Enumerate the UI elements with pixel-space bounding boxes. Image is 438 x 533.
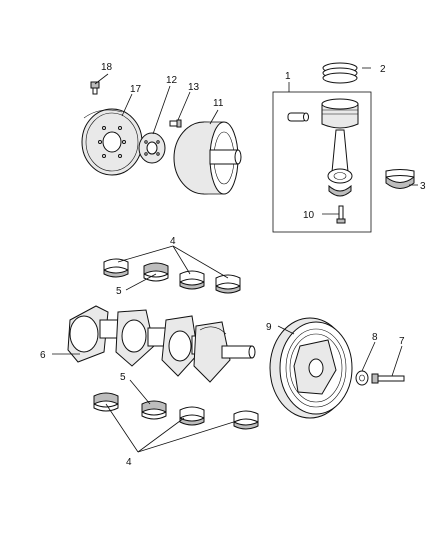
connecting-rod <box>327 129 353 184</box>
crankshaft <box>67 305 256 383</box>
callout-5-upper: 5 <box>116 286 122 297</box>
callout-2: 2 <box>380 64 386 75</box>
callout-17: 17 <box>130 84 142 95</box>
crankshaft-damper <box>269 317 353 419</box>
callout-18: 18 <box>101 62 113 73</box>
spacer-bolt <box>169 119 182 128</box>
main-bearing-upper-4 <box>215 274 241 294</box>
callout-3: 3 <box>420 181 426 192</box>
main-bearing-lower-1 <box>93 392 119 412</box>
piston-kit-box <box>272 91 372 233</box>
main-bearing-lower-2 <box>141 400 167 420</box>
leader-lines <box>52 67 418 453</box>
callout-labels: 1 2 3 4 4 5 5 6 7 8 9 10 11 12 13 17 18 <box>40 62 426 468</box>
callout-5-lower: 5 <box>120 372 126 383</box>
callout-9: 9 <box>266 322 272 333</box>
rod-bearing-shells <box>328 184 352 197</box>
torque-converter <box>173 121 242 195</box>
callout-1: 1 <box>285 71 291 82</box>
damper-washer <box>355 370 369 386</box>
rod-bolt <box>336 205 346 224</box>
callout-6: 6 <box>40 350 46 361</box>
bearing-shell-3 <box>385 169 415 189</box>
callout-4-upper: 4 <box>170 236 176 247</box>
main-bearing-lower-3 <box>179 406 205 426</box>
flexplate-bolt <box>90 81 100 95</box>
main-bearing-upper-3 <box>179 270 205 290</box>
damper-bolt <box>371 373 405 384</box>
callout-4-lower: 4 <box>126 457 132 468</box>
callout-11: 11 <box>213 98 224 109</box>
flexplate <box>81 108 143 176</box>
callout-7: 7 <box>399 336 405 347</box>
piston-pin <box>287 112 309 122</box>
callout-10: 10 <box>303 210 315 221</box>
piston-rings <box>322 62 358 84</box>
spacer-plate <box>138 132 166 164</box>
callout-8: 8 <box>372 332 378 343</box>
piston <box>321 98 359 129</box>
callout-13: 13 <box>188 82 200 93</box>
main-bearing-upper-2 <box>143 262 169 282</box>
main-bearing-lower-4 <box>233 410 259 430</box>
main-bearing-upper-1 <box>103 258 129 278</box>
callout-12: 12 <box>166 75 178 86</box>
